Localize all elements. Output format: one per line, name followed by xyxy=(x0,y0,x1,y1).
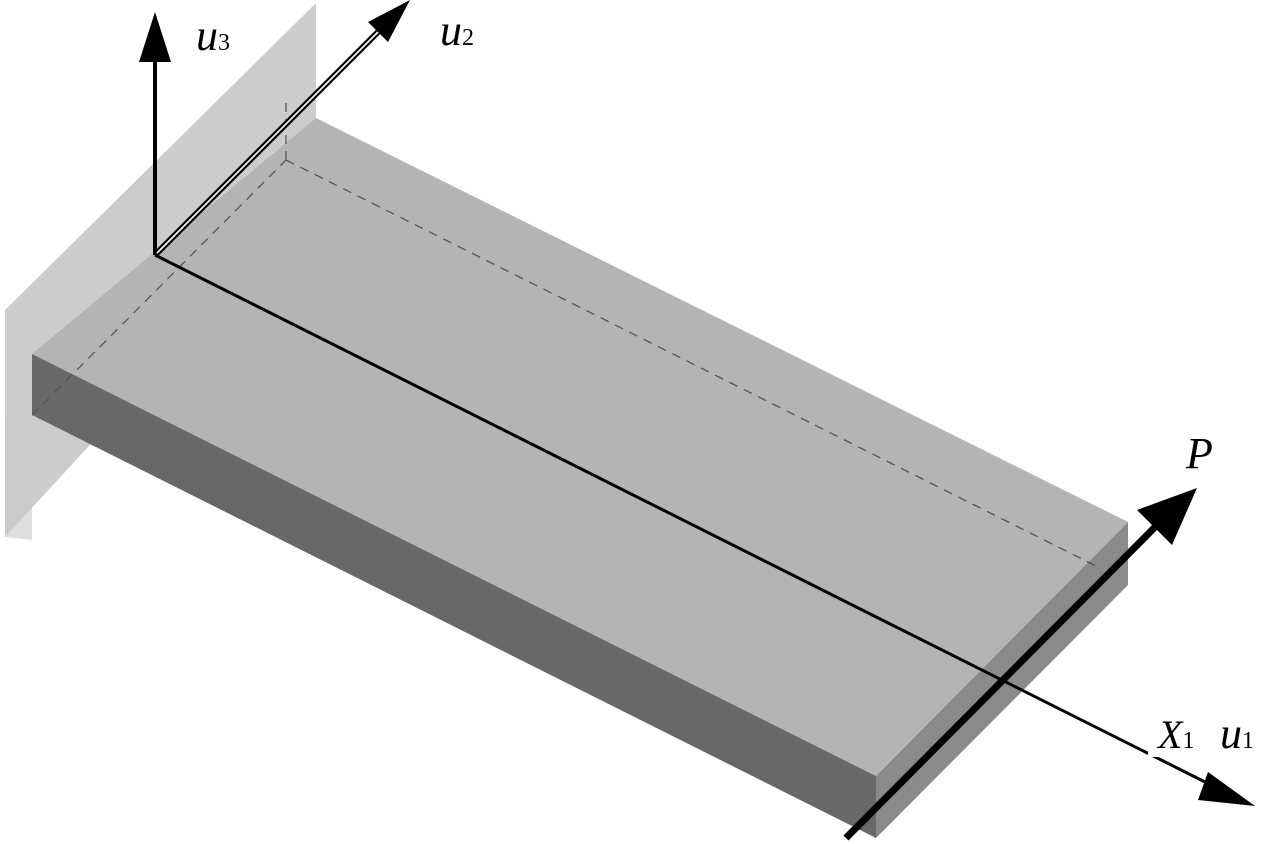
support-wall-front xyxy=(5,415,32,540)
p-label: P xyxy=(1185,429,1213,478)
u2-label-bg xyxy=(418,5,493,57)
hidden-edges xyxy=(31,98,1101,569)
plate-top-face xyxy=(32,118,1128,776)
u3-label-bg xyxy=(180,5,242,63)
x1-arrowhead-icon xyxy=(1198,772,1255,806)
x1-u1-label-bg xyxy=(1148,705,1272,757)
u2-axis-inner xyxy=(156,31,379,254)
x1-label: X1 xyxy=(1156,712,1194,757)
load-p-line xyxy=(843,519,1163,841)
u3-label: u3 xyxy=(196,11,230,60)
u2-arrowhead-icon xyxy=(368,0,410,42)
u1-label: u1 xyxy=(1220,709,1254,758)
plate-front-face xyxy=(32,354,876,838)
load-p-arrowhead-icon xyxy=(1137,488,1197,545)
u3-arrowhead-icon xyxy=(139,12,171,62)
x1-axis xyxy=(154,253,1216,789)
u2-label: u2 xyxy=(440,6,474,55)
